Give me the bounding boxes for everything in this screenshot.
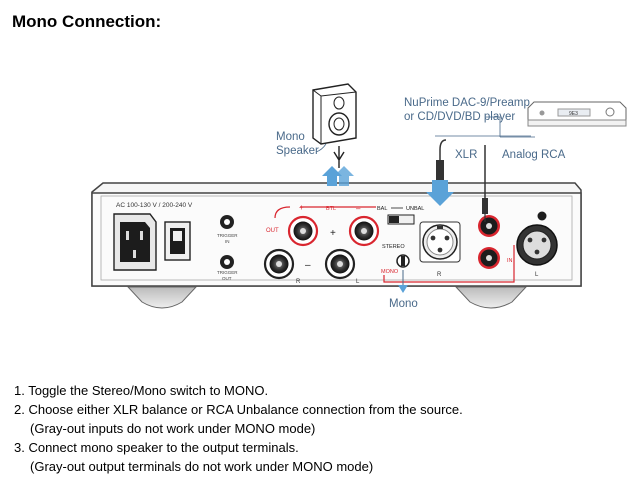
- bal-unbal-switch[interactable]: [387, 214, 415, 225]
- xlr-callout: XLR: [455, 149, 478, 161]
- in-label: IN: [507, 258, 513, 264]
- mono-panel-label: MONO: [381, 269, 399, 275]
- trigger-in-jack[interactable]: [220, 215, 234, 229]
- stereo-mono-switch[interactable]: [396, 254, 410, 268]
- trigger-out-label-1: TRIGGER: [217, 270, 238, 275]
- chassis-feet: [126, 286, 528, 309]
- instruction-steps: 1. Toggle the Stereo/Mono switch to MONO…: [14, 381, 463, 476]
- mono-speaker-callout: Mono Speaker: [276, 130, 319, 158]
- stereo-label: STEREO: [382, 244, 405, 250]
- device-badge: 9E3: [569, 111, 578, 117]
- r-label: R: [296, 279, 301, 285]
- input-bracket: [383, 245, 515, 283]
- rca-input-bottom[interactable]: [478, 247, 500, 269]
- source-callout-line2: or CD/DVD/BD player: [404, 111, 516, 123]
- rca-cable: [482, 145, 488, 222]
- power-label: AC 100-130 V / 200-240 V: [116, 202, 193, 209]
- step-1: 1. Toggle the Stereo/Mono switch to MONO…: [14, 383, 269, 398]
- l-input-label: L: [535, 272, 539, 278]
- speaker-cable: [333, 146, 345, 168]
- xlr-cable: [426, 139, 454, 206]
- power-switch[interactable]: [164, 221, 191, 261]
- xlr-input-l-grayed: [516, 211, 558, 266]
- mono-switch-callout: Mono: [389, 298, 418, 310]
- mono-speaker-callout-line1: Mono: [276, 131, 305, 143]
- trigger-out-jack[interactable]: [220, 255, 234, 269]
- mono-speaker-callout-line2: Speaker: [276, 145, 319, 157]
- trigger-out-label-2: OUT: [222, 276, 232, 281]
- trigger-in-label-2: IN: [225, 239, 230, 244]
- speaker-terminal-r-minus[interactable]: [263, 248, 295, 280]
- xlr-input-r[interactable]: [419, 221, 461, 263]
- source-callout-line1: NuPrime DAC-9/Preamp: [404, 97, 530, 109]
- speaker-terminal-l-plus[interactable]: [348, 215, 380, 247]
- page-title: Mono Connection:: [12, 12, 162, 31]
- l-label: L: [356, 279, 360, 285]
- source-device: 9E3: [527, 101, 627, 127]
- trigger-in-label-1: TRIGGER: [217, 233, 238, 238]
- bal-label: BAL: [377, 206, 387, 212]
- step-2-note: (Gray-out inputs do not work under MONO …: [30, 421, 316, 436]
- rear-panel-diagram: AC 100-130 V / 200-240 V TRIGGER IN TRIG…: [91, 83, 627, 309]
- step-3: 3. Connect mono speaker to the output te…: [14, 440, 299, 455]
- rca-input-top[interactable]: [478, 215, 500, 237]
- plus-sign-label: +: [330, 228, 336, 239]
- analog-rca-callout: Analog RCA: [502, 149, 566, 161]
- unbal-label: UNBAL: [406, 206, 424, 212]
- btl-label: BTL: [326, 206, 336, 212]
- mono-speaker: [312, 83, 357, 145]
- out-label: OUT: [266, 228, 279, 234]
- mono-switch-arrow: [398, 270, 408, 293]
- plus-label: +: [299, 203, 304, 212]
- source-bracket: [435, 116, 535, 138]
- minus-sign: –: [305, 260, 311, 271]
- speaker-terminal-l-minus[interactable]: [324, 248, 356, 280]
- step-2: 2. Choose either XLR balance or RCA Unba…: [14, 402, 463, 417]
- speaker-arrow: [322, 166, 354, 186]
- source-callout: NuPrime DAC-9/Preamp or CD/DVD/BD player: [404, 96, 530, 124]
- power-inlet: [113, 213, 157, 271]
- step-3-note: (Gray-out output terminals do not work u…: [30, 459, 374, 474]
- minus-label: –: [356, 204, 361, 213]
- speaker-terminal-r-plus[interactable]: [287, 215, 319, 247]
- r-input-label: R: [437, 272, 442, 278]
